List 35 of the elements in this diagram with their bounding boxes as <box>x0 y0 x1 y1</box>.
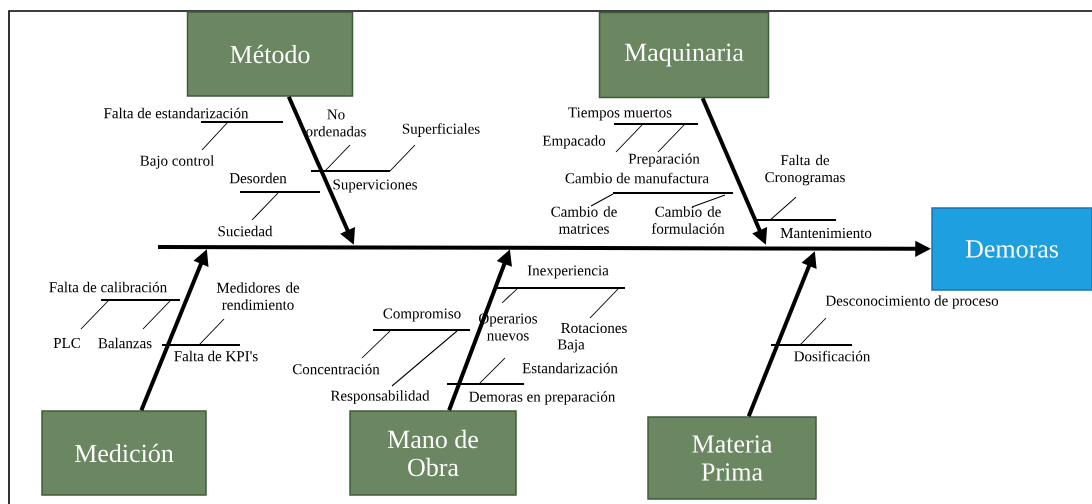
cause-label: Dosificación <box>794 350 871 362</box>
category-box: Mano de Obra <box>349 410 517 496</box>
cause-label: Falta de Cronogramas <box>765 154 845 186</box>
cause-label: Rotaciones <box>561 322 627 334</box>
cause-label: Inexperiencia <box>527 265 609 279</box>
cause-label: Estandarización <box>522 362 618 374</box>
cause-label: Concentración <box>292 363 380 375</box>
cause-label: Medidores de rendimiento <box>216 282 300 310</box>
category-box: Medición <box>41 410 207 496</box>
cause-label: Falta de calibración <box>49 281 167 293</box>
cause-label: Demoras en preparación <box>469 391 616 405</box>
cause-label: Superviciones <box>333 179 417 193</box>
cause-label: Falta de KPI's <box>174 350 258 362</box>
cause-label: Compromiso <box>383 308 461 322</box>
cause-label: Bajo control <box>140 155 214 169</box>
category-box: Método <box>186 11 354 97</box>
cause-label: Suciedad <box>218 225 273 237</box>
cause-label: Empacado <box>542 135 606 149</box>
cause-label: Tiempos muertos <box>568 107 672 121</box>
cause-label: Balanzas <box>98 337 152 349</box>
cause-label: Falta de estandarización <box>104 107 249 119</box>
cause-label: Cambio de matrices <box>551 206 617 234</box>
category-box: Maquinaria <box>598 11 770 99</box>
cause-label: No ordenadas <box>306 109 366 137</box>
cause-label: Mantenimiento <box>780 227 872 239</box>
cause-label: Baja <box>557 339 585 353</box>
effect-box: Demoras <box>931 207 1092 291</box>
cause-label: Desorden <box>229 172 287 184</box>
cause-label: Desconocimiento de proceso <box>825 295 999 309</box>
cause-label: Cambio de formulación <box>651 206 725 234</box>
category-box: Materia Prima <box>647 416 817 500</box>
cause-label: PLC <box>53 337 80 349</box>
cause-label: Superficiales <box>402 123 480 137</box>
cause-label: Cambio de manufactura <box>565 172 709 184</box>
cause-label: Preparación <box>628 153 700 167</box>
